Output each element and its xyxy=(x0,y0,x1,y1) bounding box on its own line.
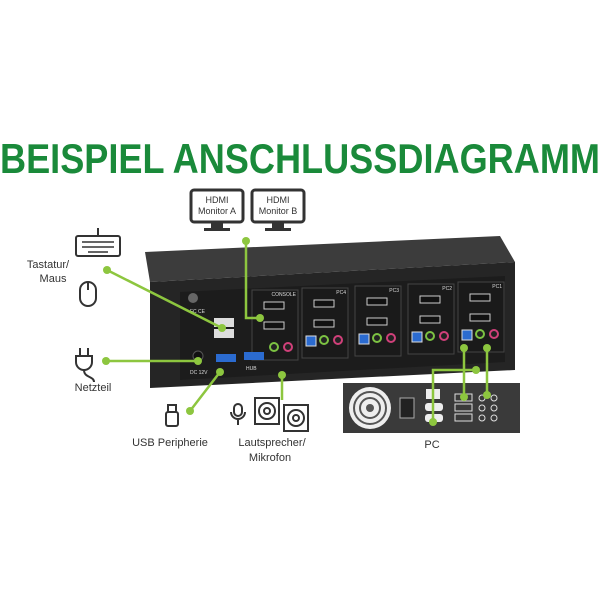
keyboard-icon xyxy=(75,228,121,257)
audio-label-1: Lautsprecher/ xyxy=(238,437,306,449)
keyboard-mouse-label-1: Tastatur/ xyxy=(27,259,70,271)
monitor-a-icon: HDMI Monitor A xyxy=(189,188,245,231)
speaker-icon xyxy=(254,397,309,432)
audio-jack xyxy=(372,333,382,343)
usb-b-port xyxy=(358,333,370,345)
audio-jack xyxy=(475,329,485,339)
usb-stick-icon xyxy=(165,404,179,427)
microphone-icon xyxy=(230,403,246,425)
port-label: PC4 xyxy=(336,290,346,296)
audio-jack xyxy=(386,333,396,343)
hdmi-port xyxy=(366,297,388,306)
hdmi-port xyxy=(263,301,285,310)
connector-lines xyxy=(106,241,489,422)
power-label: Netzteil xyxy=(75,382,112,394)
monitor-b-line2: Monitor B xyxy=(259,206,298,216)
hub-label: HUB xyxy=(246,366,257,372)
hdmi-port xyxy=(366,317,388,326)
usb-b-port xyxy=(461,329,473,341)
port-label: PC2 xyxy=(442,286,452,292)
audio-jack xyxy=(425,331,435,341)
monitor-b-icon: HDMI Monitor B xyxy=(250,188,306,231)
port-label: PC1 xyxy=(492,284,502,290)
monitor-a-line1: HDMI xyxy=(206,195,229,205)
diagram-title: BEISPIEL ANSCHLUSSDIAGRAMM xyxy=(0,135,600,182)
port-panel-console: CONSOLE xyxy=(251,289,299,361)
port-panel-pc1: PC1 xyxy=(457,281,505,353)
usb-b-port xyxy=(305,335,317,347)
audio-jack xyxy=(319,335,329,345)
usb-label: USB Peripherie xyxy=(132,437,208,449)
port-panel-pc4: PC4 xyxy=(301,287,349,359)
hdmi-port xyxy=(419,315,441,324)
hdmi-port xyxy=(313,299,335,308)
keyboard-mouse-label-2: Maus xyxy=(40,273,67,285)
kvm-switch: CONSOLE PC4 PC3 PC2 PC1 FC CE DC 12V HUB xyxy=(145,236,515,388)
usb-b-port xyxy=(411,331,423,343)
port-panel-pc3: PC3 xyxy=(354,285,402,357)
audio-label-2: Mikrofon xyxy=(249,452,291,464)
monitor-b-line1: HDMI xyxy=(267,195,290,205)
hdmi-port xyxy=(469,293,491,302)
hdmi-port xyxy=(263,321,285,330)
power-plug-icon xyxy=(75,348,95,383)
power-port-label: DC 12V xyxy=(190,370,208,376)
audio-jack xyxy=(333,335,343,345)
audio-jack xyxy=(269,342,279,352)
hdmi-port xyxy=(313,319,335,328)
hdmi-port xyxy=(469,313,491,322)
pc-label: PC xyxy=(424,439,439,451)
audio-jack xyxy=(439,331,449,341)
mouse-icon xyxy=(79,281,97,307)
port-label: PC3 xyxy=(389,288,399,294)
hdmi-port xyxy=(419,295,441,304)
monitor-a-line2: Monitor A xyxy=(198,206,236,216)
audio-jack xyxy=(489,329,499,339)
audio-jack xyxy=(283,342,293,352)
port-panel-pc2: PC2 xyxy=(407,283,455,355)
certification-marks: FC CE xyxy=(190,309,206,315)
port-label: CONSOLE xyxy=(272,292,297,298)
connector-dots xyxy=(102,237,491,426)
